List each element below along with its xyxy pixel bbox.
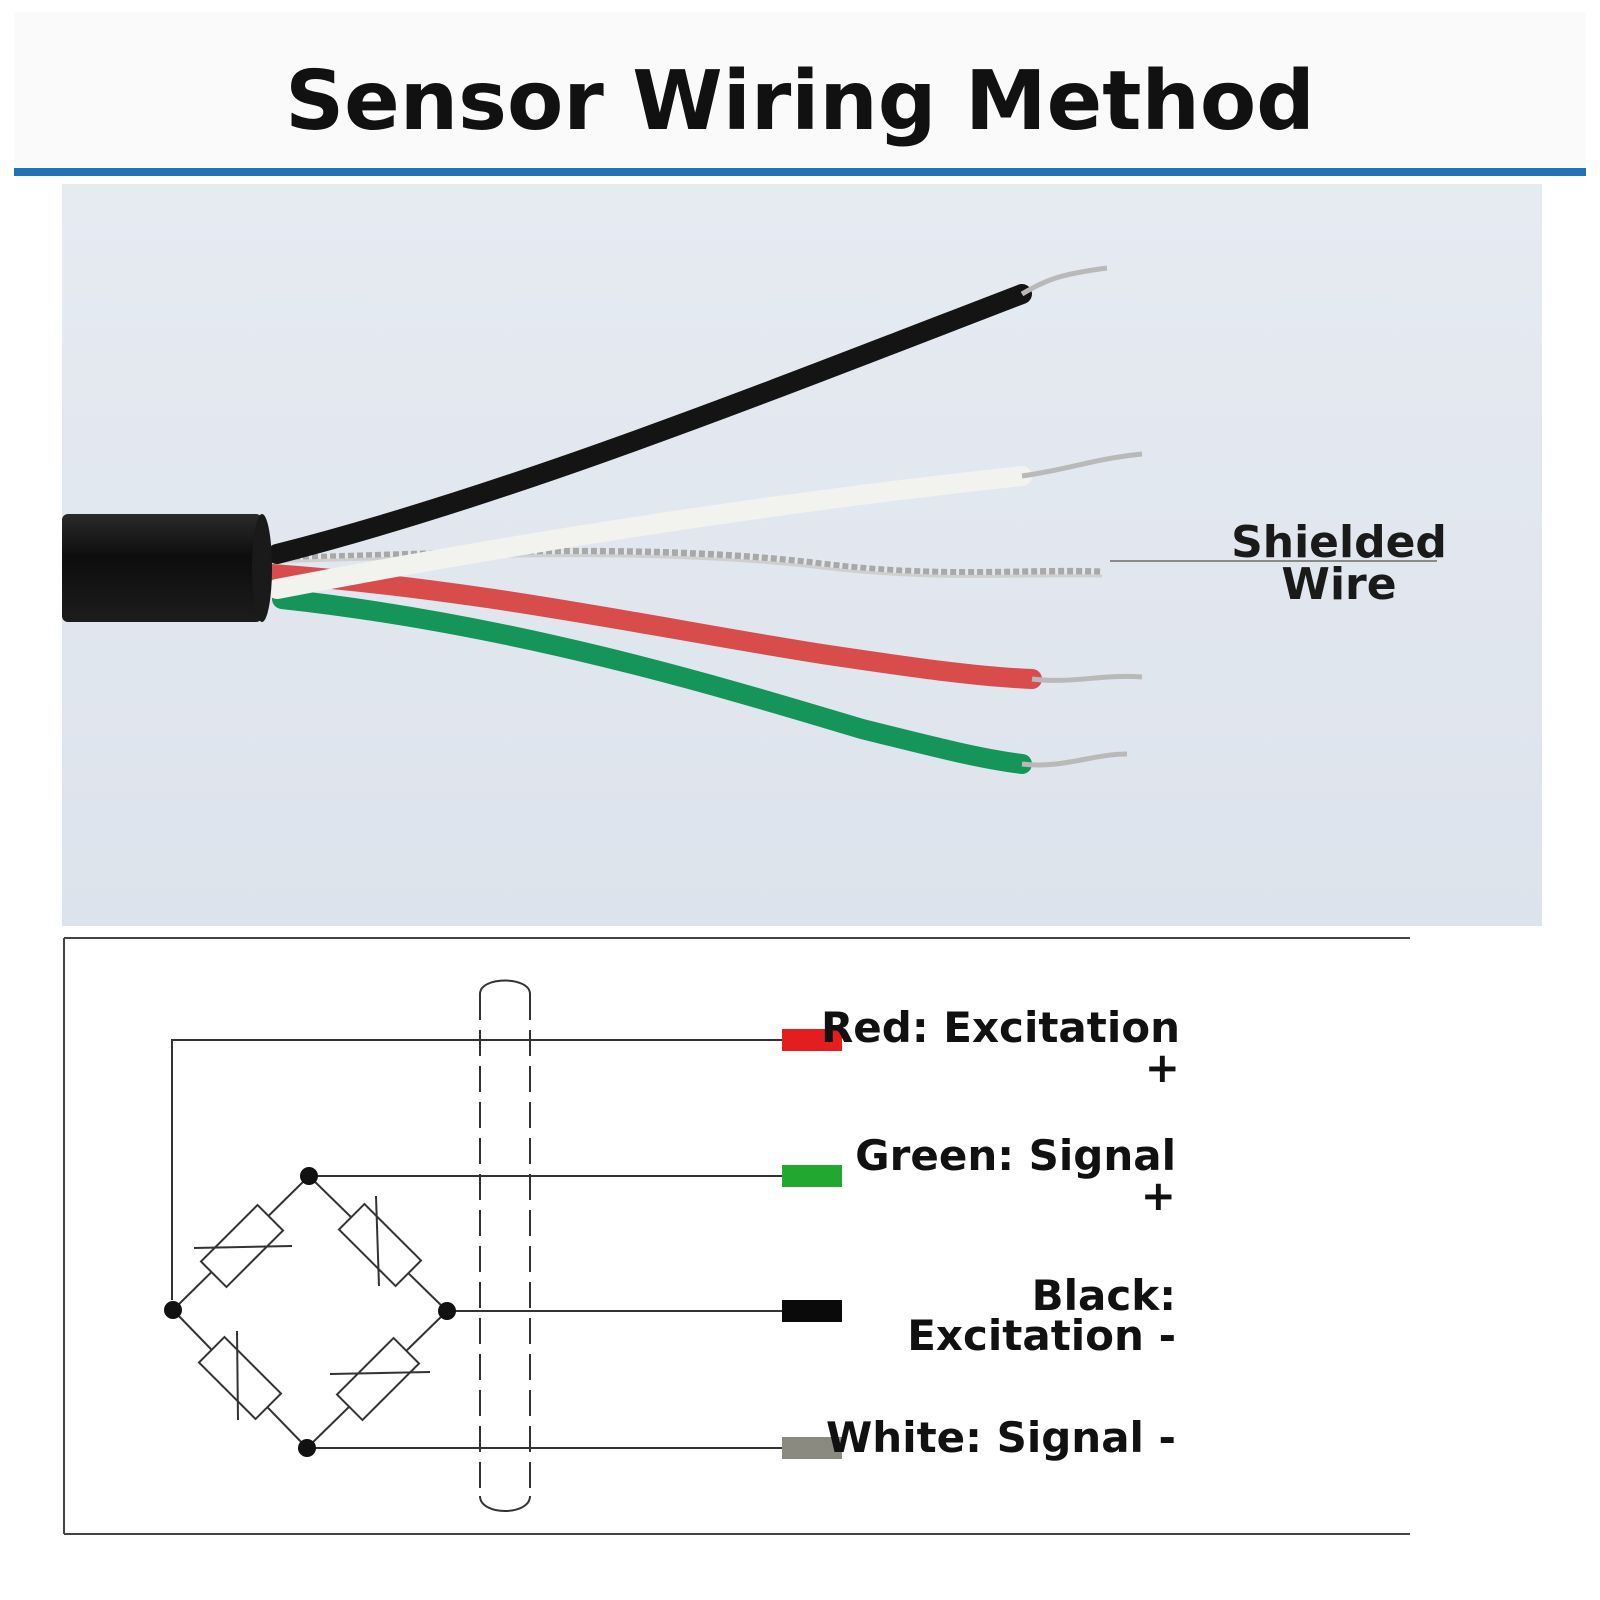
green-wire-strand: [1021, 751, 1128, 768]
excitation-plus-line: [171, 1039, 797, 1300]
shielded-wire-label: Shielded Wire: [1231, 517, 1447, 610]
legend-green-label: Green: Signal +: [855, 1131, 1176, 1220]
cable-jacket: [62, 514, 262, 622]
black-wire: [267, 284, 1032, 564]
legend-black-label: Black: Excitation -: [907, 1271, 1176, 1360]
header-accent-rule: [14, 168, 1586, 176]
bridge-node-right: [438, 1302, 456, 1320]
cable-illustration: [62, 184, 1542, 926]
bridge-node-left: [164, 1301, 182, 1319]
cable-photo: Shielded Wire: [62, 184, 1542, 926]
red-wire: [262, 564, 1042, 689]
cable-shield-symbol: [479, 979, 531, 1512]
bridge-node-bottom: [298, 1439, 316, 1457]
red-wire-strand: [1031, 673, 1143, 683]
wiring-schematic: Red: Excitation + Green: Signal + Black:…: [62, 936, 1412, 1536]
swatch-green: [782, 1165, 842, 1187]
green-wire: [272, 589, 1032, 774]
white-wire-strand: [1021, 451, 1143, 479]
legend-red-label: Red: Excitation +: [820, 1003, 1180, 1092]
swatch-red: [782, 1029, 842, 1051]
swatch-white: [782, 1437, 842, 1459]
black-wire-strand: [1020, 265, 1108, 297]
header-bar: Sensor Wiring Method: [14, 12, 1586, 169]
wheatstone-bridge: [172, 1175, 448, 1449]
legend-white-label: White: Signal -: [825, 1413, 1176, 1462]
bridge-schematic: [63, 937, 1410, 1535]
bridge-node-top: [300, 1167, 318, 1185]
white-wire: [267, 466, 1032, 599]
page-title: Sensor Wiring Method: [285, 54, 1315, 149]
swatch-black: [782, 1300, 842, 1322]
